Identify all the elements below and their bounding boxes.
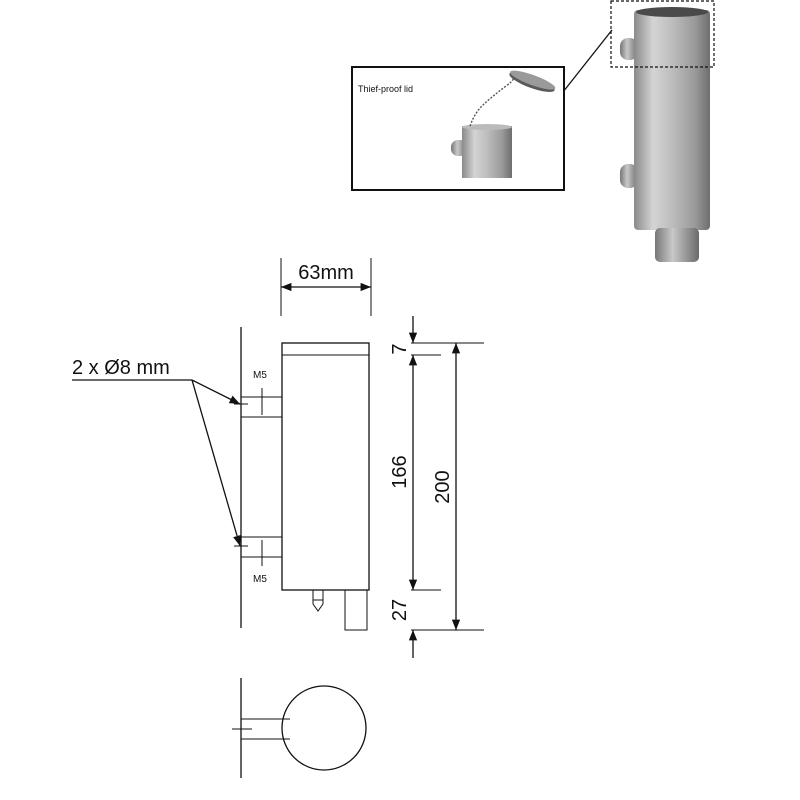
holes-label: 2 x Ø8 mm bbox=[72, 357, 170, 379]
bottom-offset-label: 27 bbox=[389, 599, 411, 621]
dispenser-outline bbox=[281, 342, 370, 591]
inset-chain bbox=[469, 77, 515, 127]
thread-label-top: M5 bbox=[253, 370, 267, 381]
dispenser-nozzle bbox=[655, 228, 699, 262]
inset-frame bbox=[351, 66, 565, 191]
top-view-circle bbox=[281, 685, 367, 771]
wall-peg-bottom bbox=[620, 164, 638, 188]
inset-leader bbox=[562, 29, 613, 93]
holes-leader-bottom bbox=[191, 379, 242, 547]
key-lock bbox=[312, 590, 324, 612]
body-height-label: 166 bbox=[389, 455, 411, 488]
highlight-box bbox=[610, 0, 715, 68]
holes-leader-top bbox=[191, 379, 241, 405]
product-photo bbox=[610, 0, 715, 262]
front-view: M5 M5 2 x Ø8 mm 63mm 7 166 27 200 bbox=[72, 258, 484, 658]
mount-plate bbox=[240, 416, 283, 538]
inset-body bbox=[462, 126, 512, 178]
total-height-label: 200 bbox=[432, 470, 454, 503]
inset-lid-detail: Thief-proof lid bbox=[351, 29, 613, 191]
thread-label-bottom: M5 bbox=[253, 574, 267, 585]
top-view bbox=[232, 678, 367, 778]
inset-caption: Thief-proof lid bbox=[358, 84, 413, 94]
dispenser-lid bbox=[636, 7, 708, 17]
width-label: 63mm bbox=[298, 262, 354, 284]
nozzle-outline bbox=[344, 589, 368, 631]
dispenser-body bbox=[634, 10, 710, 230]
top-offset-label: 7 bbox=[389, 343, 411, 354]
wall-peg-top bbox=[620, 38, 638, 60]
